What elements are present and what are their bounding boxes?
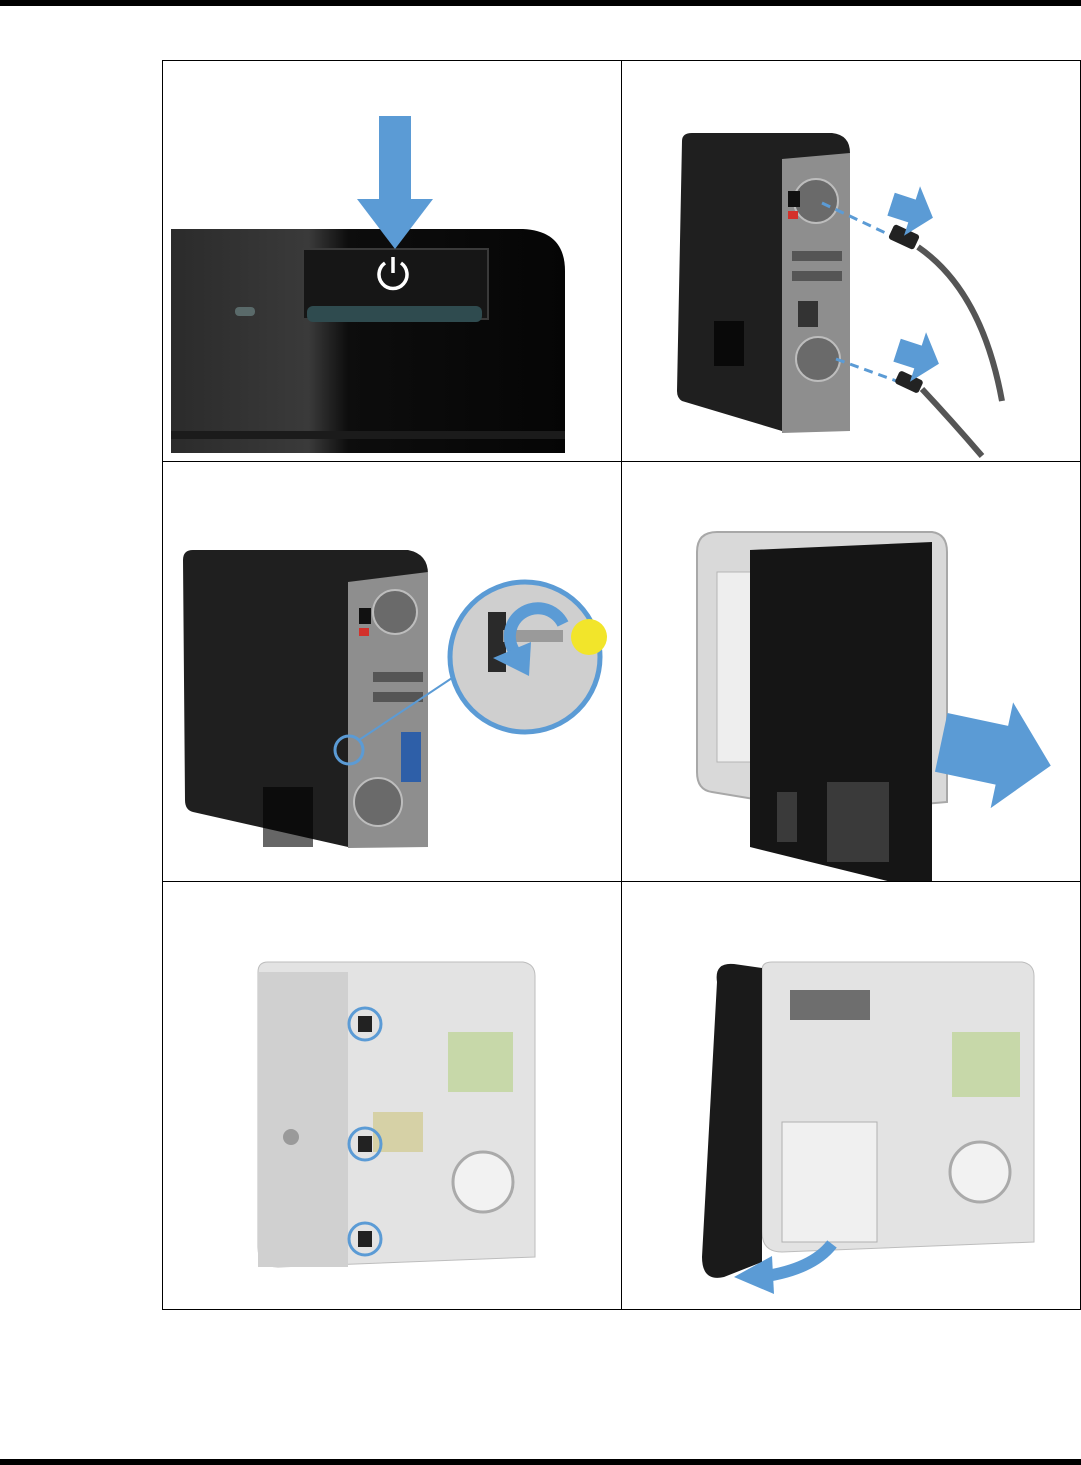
instruction-image-grid <box>162 60 1081 1310</box>
panel-vent-small <box>777 792 797 842</box>
voltage-switch <box>359 628 369 636</box>
bezel-tabs-illustration <box>163 882 621 1311</box>
case-fan <box>796 337 840 381</box>
tower-rear-cables-illustration <box>622 61 1081 461</box>
thumbscrew-illustration <box>163 462 621 881</box>
vent-grille <box>714 321 744 366</box>
case-fan <box>354 778 402 826</box>
psu-fan <box>794 179 838 223</box>
magnifier-callout <box>450 582 607 732</box>
power-button-illustration <box>163 61 621 461</box>
screwdriver-handle <box>571 619 607 655</box>
right-arrow-icon <box>883 179 947 388</box>
page-top-rule <box>0 0 1081 6</box>
optical-drive-bay <box>790 990 870 1020</box>
step-remove-front-bezel <box>622 882 1081 1311</box>
power-led-strip <box>307 306 482 322</box>
voltage-switch <box>788 211 798 219</box>
front-bezel <box>258 972 348 1267</box>
cable-plug-icon <box>888 224 1002 456</box>
step-press-power-button <box>163 61 621 461</box>
step-disconnect-cables <box>622 61 1081 461</box>
front-bezel <box>702 964 762 1278</box>
status-led <box>235 307 255 316</box>
page-bottom-rule <box>0 1459 1081 1465</box>
step-slide-off-side-panel <box>622 462 1081 881</box>
step-release-bezel-tabs <box>163 882 621 1311</box>
step-loosen-thumbscrew <box>163 462 621 881</box>
right-arrow-icon <box>930 690 1062 819</box>
hp-logo <box>283 1129 299 1145</box>
psu-fan <box>373 590 417 634</box>
panel-vent-large <box>827 782 889 862</box>
drive-cage-mesh <box>782 1122 877 1242</box>
side-panel-removal-illustration <box>622 462 1081 881</box>
bezel-removal-illustration <box>622 882 1081 1311</box>
vent-grille <box>263 787 313 847</box>
